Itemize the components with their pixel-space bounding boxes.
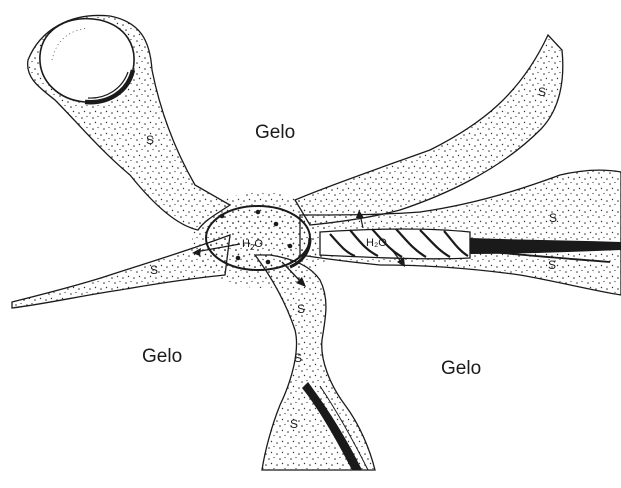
region-label-right: Gelo bbox=[441, 358, 481, 379]
solution-label: S bbox=[297, 302, 305, 316]
ice-crystal-cell bbox=[40, 19, 134, 103]
solution-label: S bbox=[548, 258, 556, 272]
region-label-top: Gelo bbox=[255, 122, 295, 143]
solution-label: S bbox=[538, 85, 546, 99]
water-label-duct: H₂O bbox=[366, 237, 387, 249]
region-label-left: Gelo bbox=[142, 346, 182, 367]
solution-label: S bbox=[146, 133, 154, 147]
solution-label: S bbox=[290, 417, 298, 431]
solution-label: S bbox=[294, 351, 302, 365]
solution-label: S bbox=[150, 263, 158, 277]
solution-label: S bbox=[549, 211, 557, 225]
